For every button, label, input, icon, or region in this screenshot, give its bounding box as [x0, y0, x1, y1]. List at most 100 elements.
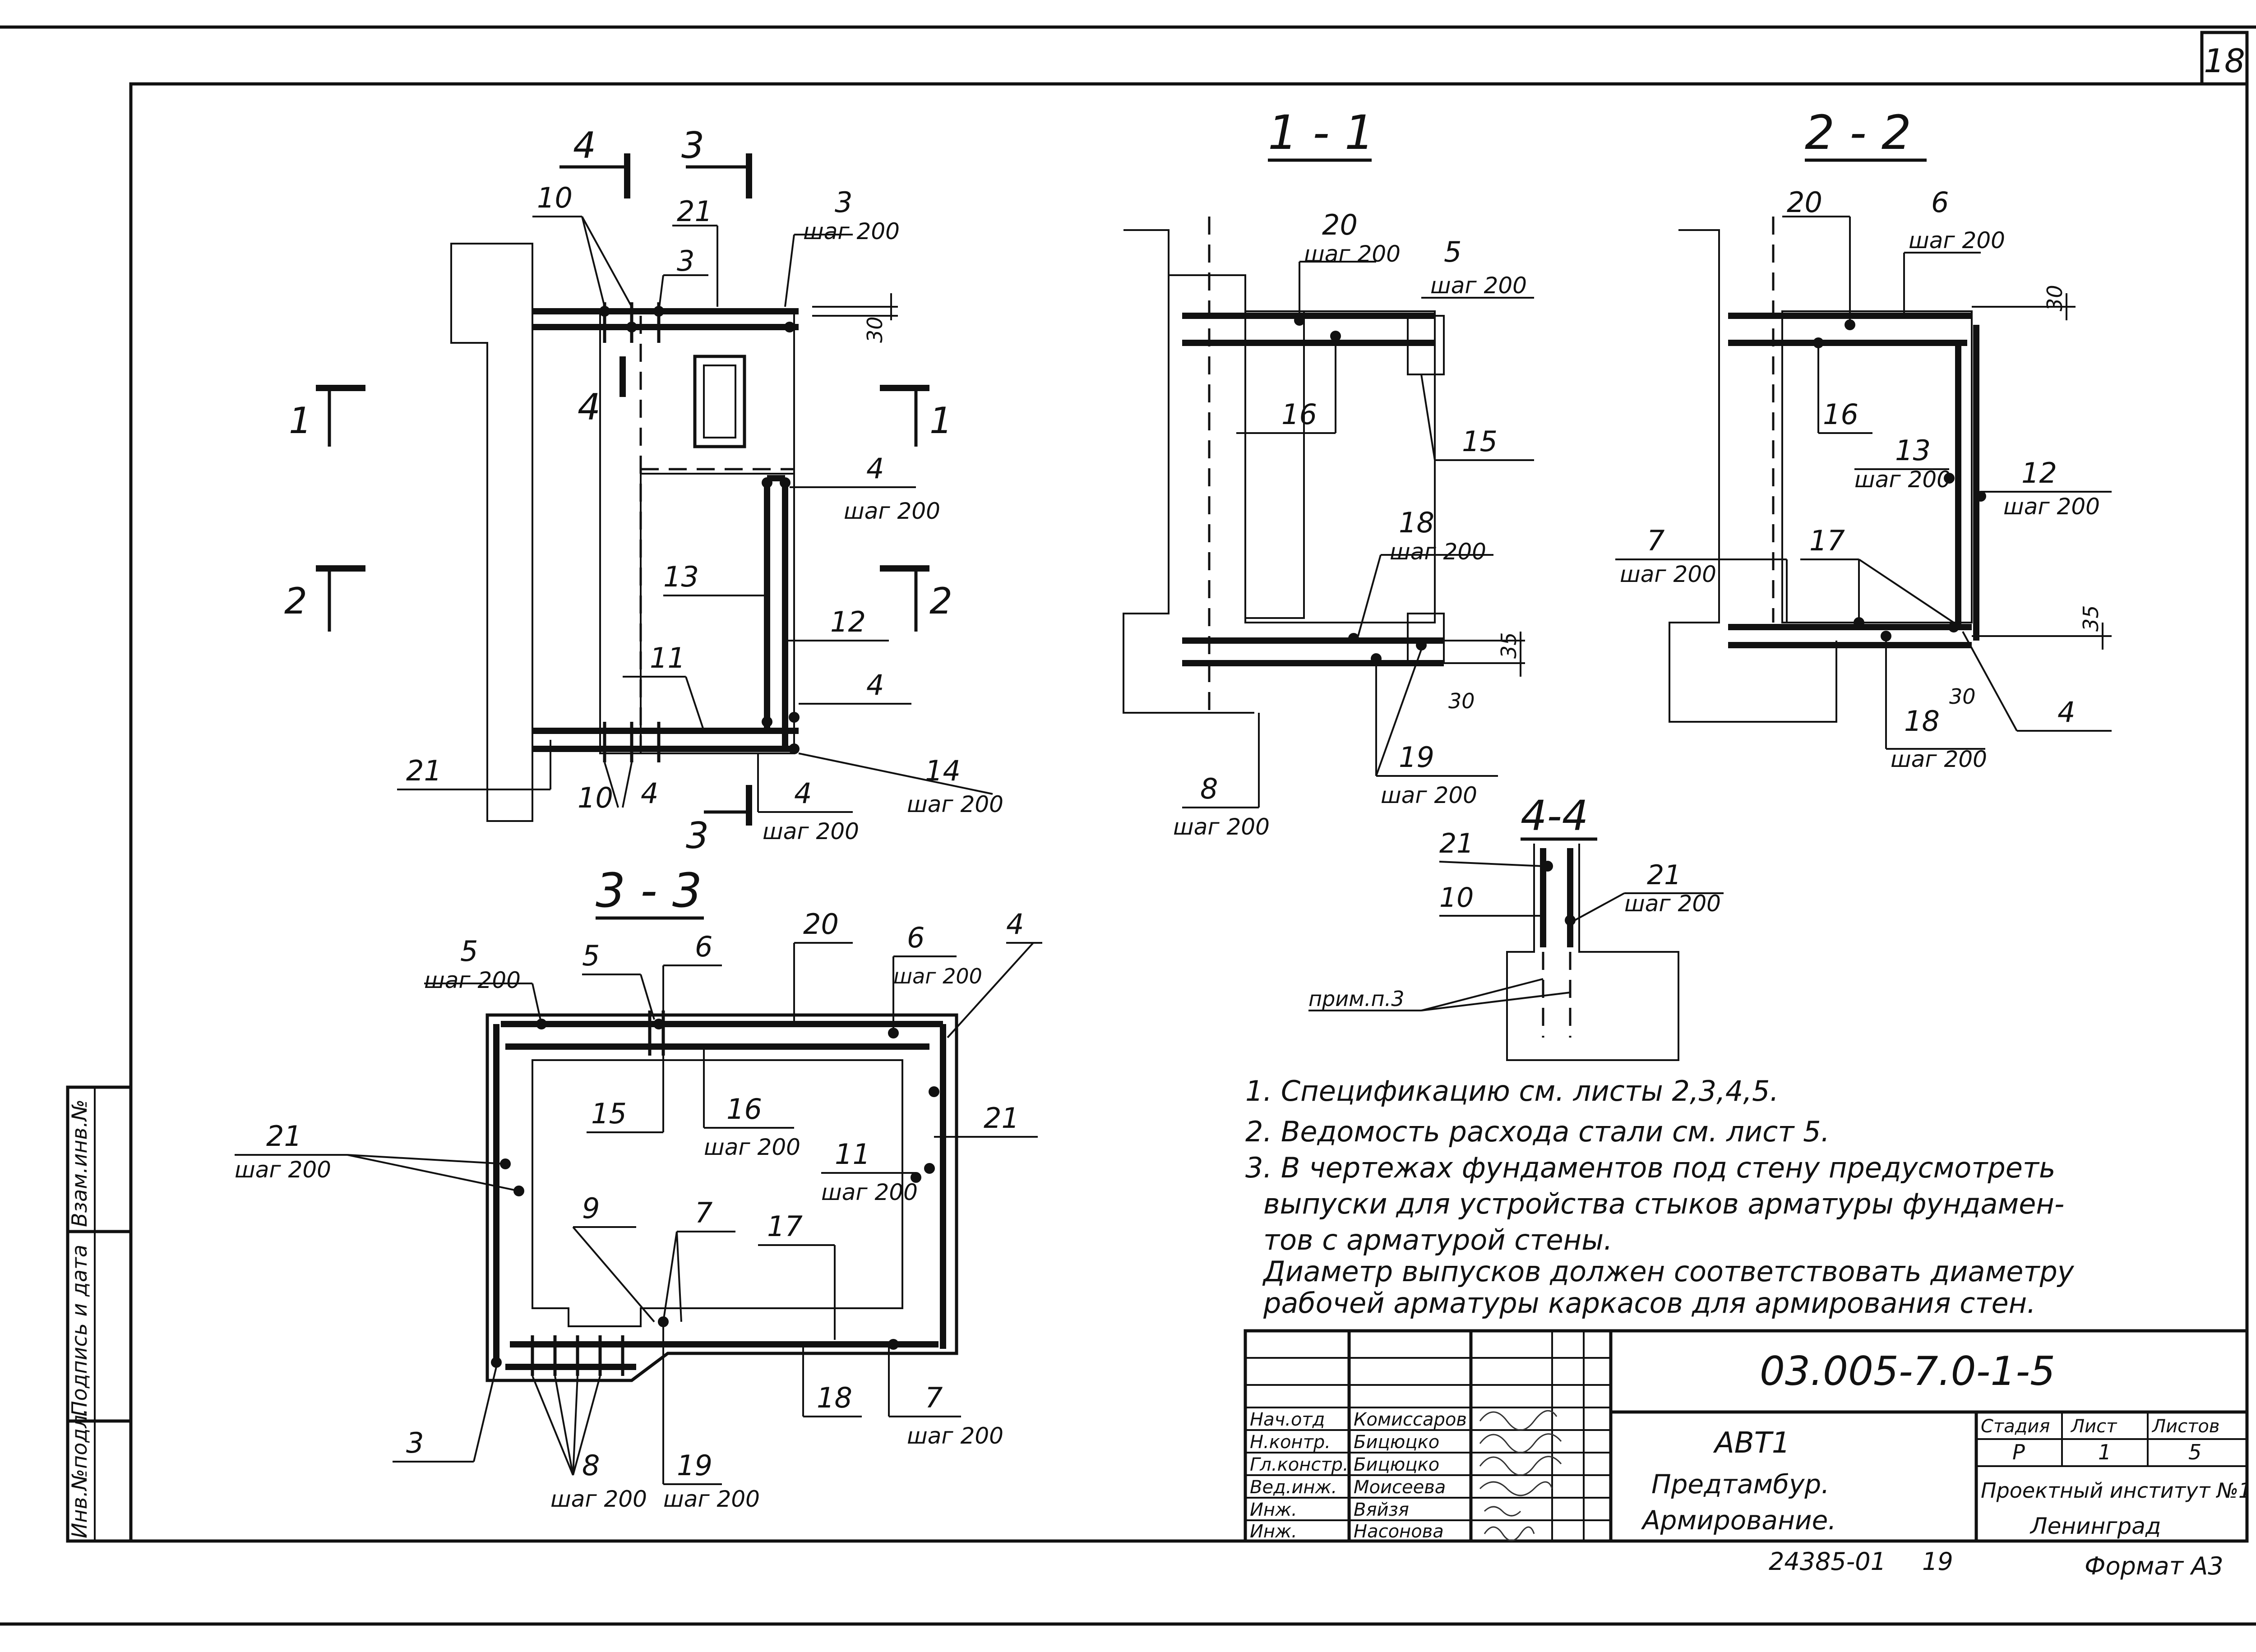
section-1-1-mark-19: 19 — [1399, 741, 1434, 774]
plan-mark-14-step: шаг 200 — [907, 791, 1003, 817]
plan-mark-21-bottom: 21 — [406, 754, 442, 787]
archive-page: 19 — [1922, 1547, 1953, 1576]
section-3-3-mark-20: 20 — [803, 908, 839, 941]
sheet-number-box — [2200, 31, 2249, 86]
plan-mark-4-right: 4 — [866, 452, 884, 485]
section-1-1-mark-20: 20 — [1322, 208, 1358, 241]
section-1-1-mark-8-step: шаг 200 — [1173, 814, 1270, 840]
section-2-2-mark-6: 6 — [1931, 186, 1949, 219]
section-3-3: 3 - 3 5 шаг 200 5 6 20 6 шаг 200 4 — [235, 863, 1042, 1512]
section-3-3-mark-11: 11 — [835, 1138, 870, 1171]
section-3-3-mark-6-right: 6 — [907, 921, 925, 954]
section-1-1-mark-8: 8 — [1200, 772, 1218, 805]
section-2-2-mark-4: 4 — [2057, 696, 2075, 729]
plan-mark-12: 12 — [830, 605, 866, 638]
cut-marker-2-left: 2 — [284, 565, 365, 632]
plan-mark-4-bottom-step: шаг 200 — [763, 818, 859, 844]
tb-sheets-hdr: Листов — [2151, 1416, 2219, 1437]
note-3-line-1: 3. В чертежах фундаментов под стену пред… — [1245, 1151, 2056, 1184]
tb-stage-hdr: Стадия — [1981, 1416, 2050, 1437]
tb-name-0: Комиссаров — [1354, 1409, 1467, 1430]
svg-text:2: 2 — [284, 580, 307, 622]
plan-mark-10-bottom: 10 — [578, 781, 613, 814]
section-3-3-mark-5-left-step: шаг 200 — [424, 967, 521, 993]
section-1-1-mark-18: 18 — [1399, 506, 1434, 539]
plan-window — [693, 355, 746, 448]
section-3-3-mark-11-step: шаг 200 — [821, 1179, 918, 1205]
section-3-3-mark-5-left: 5 — [460, 935, 478, 968]
tb-sheet: 1 — [2098, 1440, 2111, 1464]
frame — [129, 82, 2249, 1543]
section-2-2-dim-35: 35 — [2079, 605, 2103, 632]
tb-name-1: Бицюцко — [1354, 1432, 1439, 1453]
section-3-3-mark-6-right-step: шаг 200 — [893, 964, 982, 988]
section-2-2-dim-30b: 30 — [1949, 684, 1976, 709]
section-4-4-mark-21-left: 21 — [1439, 828, 1474, 859]
plan-mark-14: 14 — [925, 754, 961, 787]
section-3-3-mark-18: 18 — [817, 1381, 852, 1414]
svg-text:4: 4 — [573, 125, 596, 166]
section-3-3-mark-4: 4 — [1006, 908, 1024, 941]
tb-role-1: Н.контр. — [1250, 1432, 1331, 1453]
section-1-1-mark-19-step: шаг 200 — [1381, 782, 1477, 808]
section-1-1-lower-wall — [1123, 229, 1254, 714]
tb-role-0: Нач.отд — [1250, 1409, 1325, 1430]
section-3-3-mark-19-step: шаг 200 — [663, 1486, 760, 1512]
side-stamp-sign: Подпись и дата — [67, 1245, 92, 1417]
tb-name-line-1: Предтамбур. — [1651, 1469, 1830, 1500]
tb-code: 03.005-7.0-1-5 — [1760, 1348, 2055, 1394]
tb-name-5: Насонова — [1354, 1521, 1444, 1542]
svg-text:1: 1 — [289, 400, 312, 442]
section-3-3-mark-5-mid: 5 — [582, 939, 600, 972]
section-3-3-mark-21-left: 21 — [266, 1120, 302, 1153]
plan-view: 4 3 1 1 2 2 4 3 — [284, 125, 1003, 857]
section-3-3-mark-9: 9 — [582, 1192, 600, 1225]
plan-mark-4-bottom-step-label: 4 — [794, 777, 812, 810]
sheet-number: 18 — [2204, 42, 2245, 80]
section-4-4-title: 4-4 — [1521, 792, 1588, 840]
side-stamp-inv: Инв.№подл. — [67, 1408, 92, 1538]
title-block: Нач.отд Комиссаров Н.контр. Бицюцко Гл.к… — [1244, 1329, 2251, 1543]
section-3-3-mark-21-left-step: шаг 200 — [235, 1157, 331, 1183]
note-3-line-3: тов с арматурой стены. — [1263, 1223, 1613, 1256]
section-1-1-mark-18-step: шаг 200 — [1390, 539, 1486, 565]
section-1-1-title: 1 - 1 — [1268, 105, 1374, 160]
tb-role-2: Гл.констр. — [1250, 1454, 1349, 1475]
section-1-1-mark-5-step: шаг 200 — [1430, 272, 1527, 299]
section-4-4-mark-21-right-step: шаг 200 — [1624, 891, 1721, 917]
note-3-line-5: рабочей арматуры каркасов для армировани… — [1263, 1287, 2036, 1320]
plan-mark-3-mid: 3 — [677, 245, 694, 277]
section-3-3-mark-3: 3 — [406, 1426, 424, 1459]
section-3-3-mark-15: 15 — [591, 1097, 627, 1130]
tb-name-4: Вяйзя — [1354, 1500, 1409, 1520]
section-2-2-mark-17: 17 — [1809, 524, 1845, 557]
svg-text:2: 2 — [929, 580, 952, 622]
svg-text:4: 4 — [578, 386, 601, 428]
cut-marker-3-top: 3 — [681, 125, 752, 198]
section-3-3-mark-16-step: шаг 200 — [704, 1134, 800, 1160]
section-1-1: 1 - 1 20 шаг 200 5 шаг 200 16 15 18 шаг … — [1123, 105, 1534, 840]
section-1-1-mark-5: 5 — [1444, 235, 1461, 268]
section-1-1-dim-30: 30 — [1448, 689, 1475, 713]
cut-marker-2-right: 2 — [880, 565, 952, 632]
section-1-1-mark-15: 15 — [1462, 425, 1498, 458]
tb-name-line-2: Армирование. — [1641, 1505, 1836, 1536]
section-3-3-title: 3 - 3 — [596, 863, 702, 918]
section-3-3-mark-7-mid: 7 — [695, 1196, 712, 1229]
notes-block: 1. Спецификацию см. листы 2,3,4,5. 2. Ве… — [1245, 1075, 2075, 1320]
tb-org-line-2: Ленинград — [2029, 1513, 2161, 1539]
section-3-3-mark-17: 17 — [767, 1210, 803, 1243]
svg-text:1: 1 — [929, 400, 952, 442]
plan-mark-4-bottom-right: 4 — [866, 669, 884, 701]
plan-dim-30: 30 — [863, 316, 887, 343]
section-3-3-mark-6-mid: 6 — [695, 930, 712, 963]
section-3-3-mark-8: 8 — [582, 1449, 600, 1482]
cut-marker-4-mid: 4 — [578, 356, 626, 428]
section-3-3-mark-19: 19 — [677, 1449, 712, 1482]
section-2-2-mark-12: 12 — [2021, 457, 2057, 489]
tb-role-4: Инж. — [1250, 1500, 1297, 1520]
tb-stage: Р — [2012, 1440, 2025, 1464]
format-label: Формат А3 — [2085, 1552, 2224, 1580]
section-2-2-title: 2 - 2 — [1805, 105, 1911, 160]
section-4-4-note-ref: прим.п.3 — [1308, 987, 1404, 1011]
